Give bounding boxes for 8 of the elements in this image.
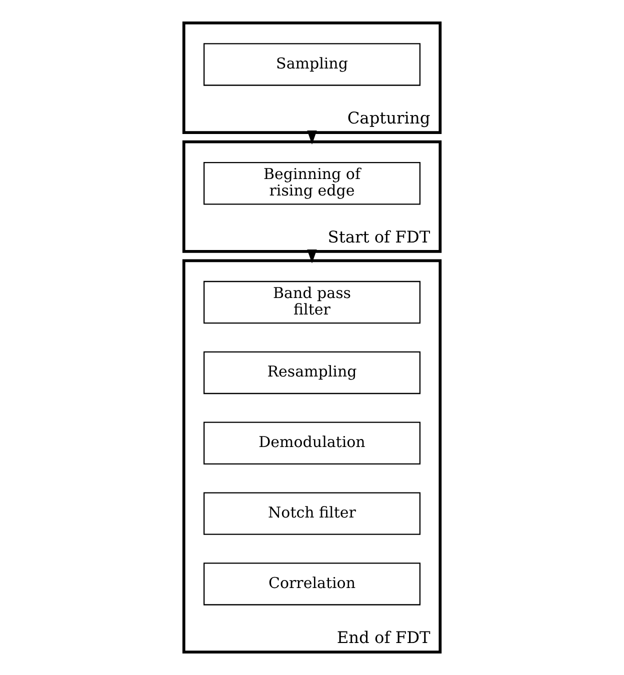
- node-box: Sampling: [203, 43, 421, 86]
- node-box: Demodulation: [203, 422, 421, 464]
- node-box: Beginning of rising edge: [203, 162, 421, 205]
- node-box: Notch filter: [203, 492, 421, 535]
- arrow: [307, 249, 317, 264]
- node-box: Band pass filter: [203, 280, 421, 324]
- node-box: Resampling: [203, 351, 421, 394]
- node-box: Correlation: [203, 562, 421, 606]
